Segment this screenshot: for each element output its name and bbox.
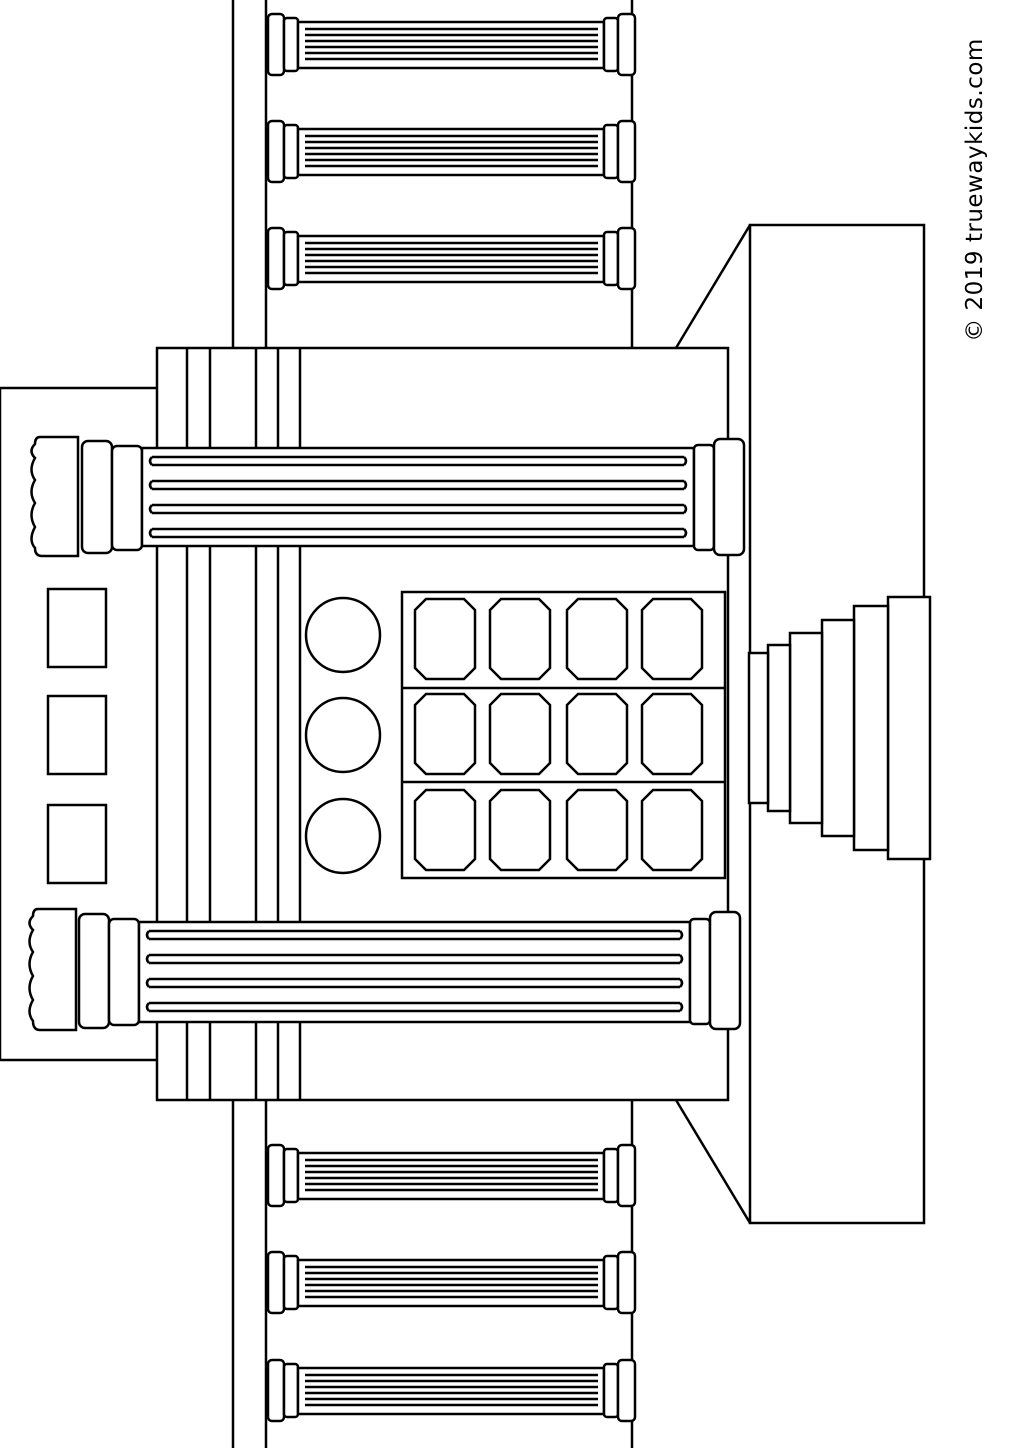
court-column-1 (266, 12, 637, 77)
octagon-panel-4 (640, 597, 704, 681)
octagon-panel-10 (488, 788, 552, 872)
court-column-6 (266, 1358, 637, 1423)
porch-slope-bottom (674, 1099, 752, 1224)
court-column-2 (266, 119, 637, 184)
octagon-panel-8 (640, 692, 704, 776)
laver-1 (304, 596, 382, 674)
octagon-panel-5 (413, 692, 477, 776)
court-column-3 (266, 226, 637, 291)
octagon-panel-11 (565, 788, 629, 872)
pillar-bottom (28, 907, 742, 1032)
octagon-panel-2 (488, 597, 552, 681)
window-1 (46, 587, 108, 669)
laver-2 (304, 696, 382, 774)
stairs (747, 595, 932, 861)
court-column-4 (266, 1143, 637, 1208)
court-column-5 (266, 1250, 637, 1315)
court-columns (266, 12, 637, 1423)
window-2 (46, 694, 108, 776)
octagon-panel-3 (565, 597, 629, 681)
octagon-panel-1 (413, 597, 477, 681)
copyright-text: © 2019 truewaykids.com (962, 38, 988, 342)
pillar-top (30, 435, 746, 558)
porch-slope-top (674, 224, 752, 349)
laver-3 (304, 797, 382, 875)
octagon-panel-12 (640, 788, 704, 872)
window-3 (46, 803, 108, 885)
octagon-panel-7 (565, 692, 629, 776)
octagon-panel-6 (488, 692, 552, 776)
table-panels (413, 597, 704, 872)
octagon-panel-9 (413, 788, 477, 872)
